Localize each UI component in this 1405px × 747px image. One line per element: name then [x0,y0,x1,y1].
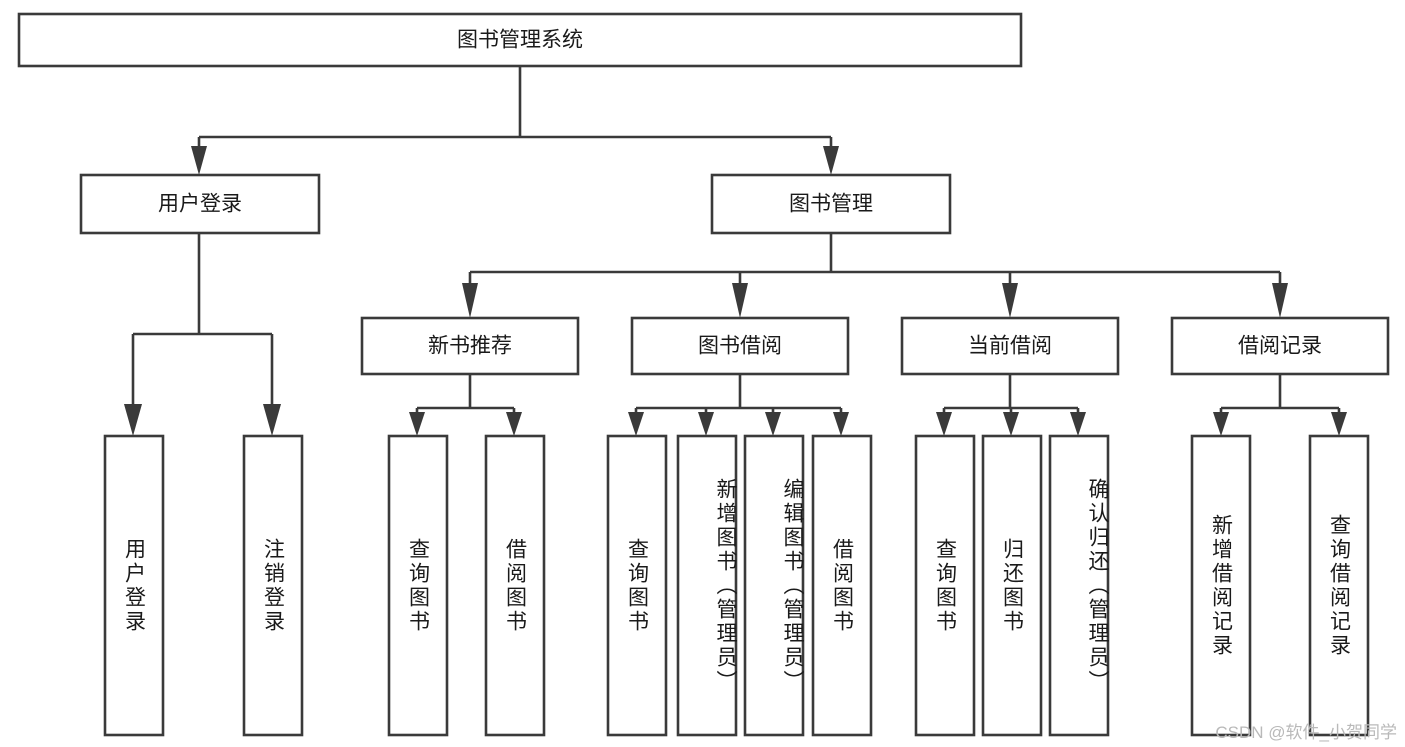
node-user-login-label: 用户登录 [158,193,242,216]
node-root-box[interactable] [17,12,1023,68]
node-current-borrow-box[interactable] [900,316,1120,376]
node-leaf-return-book-box[interactable] [981,434,1043,737]
arrow-leaf-query-book-2 [628,412,644,436]
node-leaf-confirm-return-box[interactable] [1048,434,1110,737]
arrow-leaf-borrow-book-2 [833,412,849,436]
node-borrow-record-label: 借阅记录 [1238,335,1322,358]
node-leaf-query-book-2-box[interactable] [606,434,668,737]
arrow-borrow-record [1272,283,1288,318]
arrow-user-login [191,146,207,175]
node-leaf-query-record-box[interactable] [1308,434,1370,737]
node-borrow-record-box[interactable] [1170,316,1390,376]
arrow-leaf-add-record [1213,412,1229,436]
arrow-leaf-query-book-1 [409,412,425,436]
node-book-management-label: 图书管理 [789,193,873,216]
node-leaf-add-record-box[interactable] [1190,434,1252,737]
node-root-label: 图书管理系统 [457,29,583,52]
node-current-borrow-label: 当前借阅 [968,335,1052,358]
arrow-leaf-query-book-3 [936,412,952,436]
node-user-login[interactable]: 用户登录 [79,173,321,235]
node-leaf-query-book-1-box[interactable] [387,434,449,737]
leaf-node-layer[interactable] [103,434,1370,737]
arrow-book-management [823,146,839,175]
arrow-leaf-user-login [124,404,142,436]
arrow-leaf-borrow-book-1 [506,412,522,436]
node-leaf-edit-book-box[interactable] [743,434,805,737]
node-book-management[interactable]: 图书管理 [710,173,952,235]
connector-layer [124,66,1347,436]
node-leaf-user-login-box[interactable] [103,434,165,737]
node-borrow-record[interactable]: 借阅记录 [1170,316,1390,376]
node-book-management-box[interactable] [710,173,952,235]
node-new-book-recommend[interactable]: 新书推荐 [360,316,580,376]
node-new-book-recommend-box[interactable] [360,316,580,376]
node-leaf-add-book-box[interactable] [676,434,738,737]
watermark-text: CSDN @软件_小贺同学 [1215,723,1397,742]
node-book-borrow-box[interactable] [630,316,850,376]
node-user-login-box[interactable] [79,173,321,235]
arrow-leaf-user-logout [263,404,281,436]
arrow-new-book-recommend [462,283,478,318]
node-root[interactable]: 图书管理系统 [17,12,1023,68]
arrow-leaf-confirm-return [1070,412,1086,436]
arrow-leaf-edit-book [765,412,781,436]
node-leaf-borrow-book-1-box[interactable] [484,434,546,737]
arrow-book-borrow [732,283,748,318]
node-leaf-borrow-book-2-box[interactable] [811,434,873,737]
node-leaf-query-book-3-box[interactable] [914,434,976,737]
node-current-borrow[interactable]: 当前借阅 [900,316,1120,376]
node-book-borrow-label: 图书借阅 [698,335,782,358]
node-new-book-recommend-label: 新书推荐 [428,335,512,358]
node-book-borrow[interactable]: 图书借阅 [630,316,850,376]
arrow-leaf-query-record [1331,412,1347,436]
node-leaf-user-logout-box[interactable] [242,434,304,737]
arrow-leaf-return-book [1003,412,1019,436]
arrow-current-borrow [1002,283,1018,318]
arrow-leaf-add-book [698,412,714,436]
